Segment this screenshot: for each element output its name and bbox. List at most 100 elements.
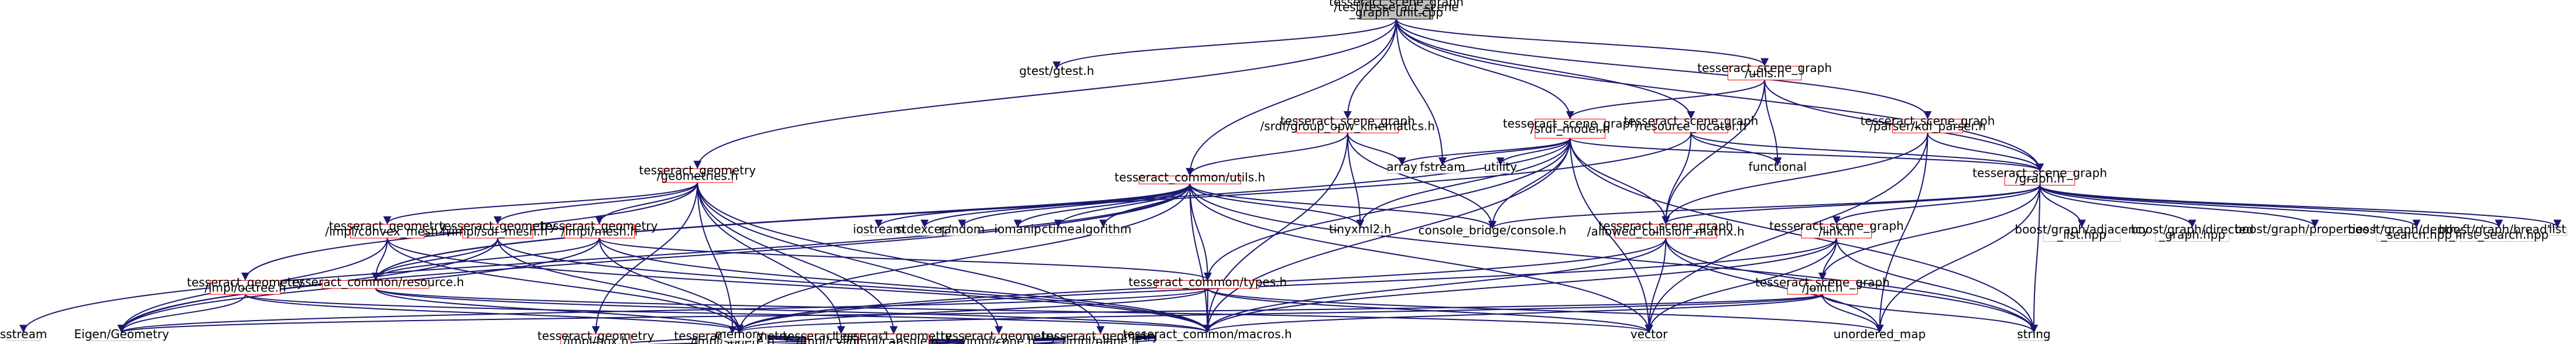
edge-octree-to-macros — [245, 294, 1211, 333]
edge-geometries-to-cone — [697, 183, 1003, 335]
node-label: tesseract_scene_graph — [1697, 61, 1832, 75]
node-box — [210, 280, 281, 295]
node-box — [1445, 228, 1540, 238]
node-label: /impl/plane.h — [1062, 334, 1139, 344]
node-directed: boost/graph/directed_graph.hpp — [2131, 222, 2254, 242]
edge-types-to-eigen — [118, 288, 1208, 333]
node-label: _first_search.hpp — [2448, 228, 2548, 242]
node-allowed[interactable]: tesseract_scene_graph/allowed_collision_… — [1587, 219, 1745, 239]
node-box — [560, 333, 631, 344]
edge-common_utils-to-stdexcept — [920, 184, 1191, 228]
node-common_utils[interactable]: tesseract_common/utils.h — [1115, 170, 1266, 184]
edge-resource_locator-to-resource — [371, 133, 1692, 281]
node-box — [1033, 69, 1080, 78]
node-box — [2155, 227, 2229, 242]
node-box — [2547, 227, 2567, 236]
edge-common_utils-to-types — [1189, 184, 1212, 281]
node-graph[interactable]: tesseract_scene_graph/graph.h — [1972, 166, 2107, 186]
node-label: tesseract_geometry — [639, 163, 756, 177]
edge-geometries-to-convex_mesh — [383, 182, 698, 225]
node-box — [963, 333, 1034, 344]
node-link[interactable]: tesseract_scene_graph/link.h — [1769, 219, 1904, 239]
edge-graph-to-directed — [2039, 185, 2197, 228]
node-label: /impl/cone.h — [962, 334, 1035, 344]
node-stdexcept: stdexcept — [896, 222, 953, 236]
edge-utils_h-to-srdf_model — [1566, 80, 1766, 119]
node-box — [1727, 66, 1802, 81]
node-box[interactable]: tesseract_geometry/impl/box.h — [537, 329, 655, 344]
node-sdf_mesh[interactable]: tesseract_geometry/impl/sdf_mesh.h — [439, 219, 556, 239]
node-box — [1156, 332, 1259, 341]
edge-srdf_group-to-common_utils — [1186, 133, 1348, 177]
node-string: string — [2017, 327, 2050, 341]
node-label: vector — [1630, 327, 1668, 341]
node-srdf_model[interactable]: tesseract_scene_graph/srdf_model.h — [1503, 116, 1638, 139]
node-array: array — [1386, 160, 1417, 174]
edge-graph-to-adjacency — [2039, 185, 2086, 228]
node-box — [1485, 165, 1516, 174]
edge-resource_locator-to-graph — [1690, 132, 2044, 172]
node-types[interactable]: tesseract_common/types.h — [1129, 275, 1287, 289]
node-kdl_parser[interactable]: tesseract_scene_graph/parser/kdl_parser.… — [1861, 113, 1995, 133]
edge-kdl_parser-to-unordered_map — [1875, 133, 1928, 333]
node-label: tesseract_common/types.h — [1129, 275, 1287, 289]
node-box — [1044, 227, 1073, 236]
node-label: fstream — [1420, 160, 1465, 174]
node-root[interactable]: tesseract_scene_graph/test/tesseract_sce… — [1329, 0, 1464, 20]
edge-sdf_mesh-to-memory — [497, 238, 744, 333]
node-utility: utility — [1484, 160, 1517, 174]
node-capsule[interactable]: tesseract_geometry/impl/capsule.h — [835, 329, 953, 344]
node-convex_mesh[interactable]: tesseract_geometry/impl/convex_mesh.h — [325, 219, 450, 239]
edge-kdl_parser-to-allowed — [1662, 133, 1928, 225]
edge-mesh-to-macros — [598, 238, 1212, 333]
edge-graph-to-console — [1488, 184, 2041, 229]
node-ctime: ctime — [1042, 222, 1074, 236]
node-iomanip: iomanip — [994, 222, 1041, 236]
edge-octree-to-memory — [245, 294, 744, 333]
node-geometries[interactable]: tesseract_geometry/geometries.h — [639, 163, 756, 183]
node-label: /srdf/group_opw_kinematics.h — [1260, 119, 1436, 133]
node-label: tesseract_scene_graph — [1755, 275, 1890, 289]
edge-joint-to-eigen — [118, 294, 1823, 333]
edge-common_utils-to-macros — [1189, 184, 1212, 333]
node-random: random — [940, 222, 985, 236]
edge-joint-to-macros — [1203, 294, 1823, 333]
node-octree[interactable]: tesseract_geometry/impl/octree.h — [187, 275, 304, 295]
edge-resource_locator-to-allowed — [1662, 133, 1692, 225]
node-label: boost/graph/directed — [2131, 222, 2254, 236]
node-plane[interactable]: tesseract_geometry/impl/plane.h — [1042, 329, 1159, 344]
edge-srdf_model-to-allowed — [1569, 138, 1670, 225]
node-label: /impl/mesh.h — [561, 224, 638, 238]
node-label: tesseract_geometry — [187, 275, 304, 289]
node-tinyxml2: tinyxml2.h — [1329, 222, 1392, 236]
edge-types-to-unordered_map — [1207, 288, 1884, 333]
edge-types-to-memory — [735, 288, 1208, 333]
node-label: functional — [1749, 160, 1807, 174]
node-label: console_bridge/console.h — [1419, 223, 1567, 238]
node-box — [1654, 119, 1728, 133]
node-resource[interactable]: tesseract_common/resource.h — [287, 275, 464, 289]
node-utils_h[interactable]: tesseract_scene_graph/utils.h — [1697, 61, 1832, 81]
edge-common_utils-to-string — [1189, 184, 2038, 333]
node-cone[interactable]: tesseract_geometry/impl/cone.h — [940, 329, 1057, 344]
node-box — [350, 223, 424, 239]
node-box — [2018, 332, 2050, 341]
edge-root-to-resource_locator — [1396, 19, 1695, 119]
edge-resource-to-memory — [375, 288, 744, 333]
node-resource_locator[interactable]: tesseract_scene_graph/resource_locator.h — [1623, 113, 1758, 133]
node-srdf_group[interactable]: tesseract_scene_graph/srdf/group_opw_kin… — [1260, 113, 1436, 133]
node-label: memory — [715, 327, 764, 341]
node-label: unordered_map — [1834, 327, 1926, 341]
node-joint[interactable]: tesseract_scene_graph/joint.h — [1755, 275, 1890, 295]
node-macros: tesseract_common/macros.h — [1123, 327, 1292, 341]
node-label: iomanip — [994, 222, 1041, 236]
edge-sdf_mesh-to-macros — [497, 238, 1212, 333]
node-mesh[interactable]: tesseract_geometry/impl/mesh.h — [541, 219, 658, 239]
node-box — [1424, 165, 1461, 174]
edge-convex_mesh-to-macros — [386, 238, 1212, 333]
edge-mesh-to-types — [598, 238, 1212, 281]
node-box — [462, 223, 533, 239]
node-unordered_map: unordered_map — [1834, 327, 1926, 341]
edge-srdf_model-to-types — [1203, 138, 1571, 281]
node-label: tinyxml2.h — [1329, 222, 1392, 236]
